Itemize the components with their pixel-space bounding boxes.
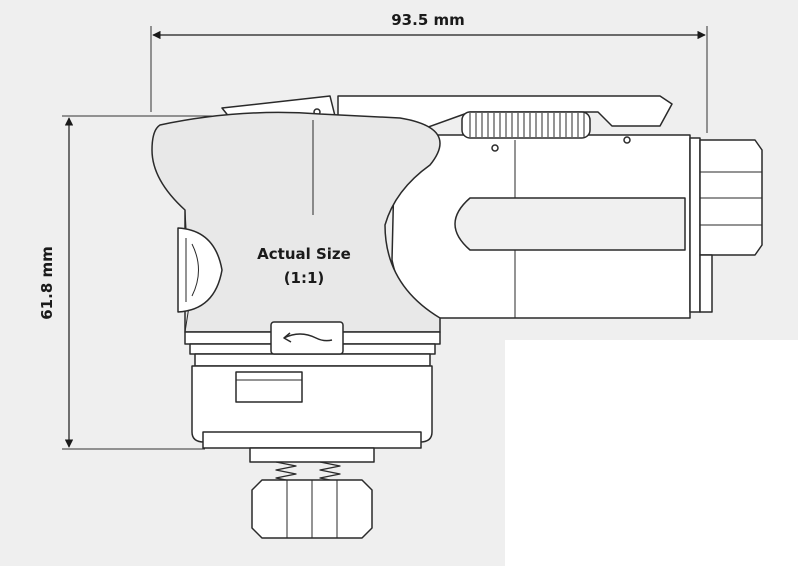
collar-ring-3 [194, 353, 431, 367]
right-end-cap [689, 137, 701, 313]
lower-body [191, 365, 433, 443]
width-dimension-label: 93.5 mm [391, 11, 465, 29]
side-dial [177, 227, 223, 313]
knurled-knob [461, 111, 591, 139]
lower-window [235, 371, 303, 403]
pivot-screw-right [623, 136, 631, 144]
spring-coils [275, 461, 341, 483]
actual-size-label: Actual Size [257, 245, 351, 263]
stem-base [249, 447, 375, 463]
rotation-arrow-icon [270, 321, 344, 355]
scale-label: (1:1) [284, 269, 325, 287]
regulator-drawing [151, 95, 763, 539]
main-body [151, 111, 441, 333]
housing-slot [454, 197, 686, 251]
pivot-screw-mid [491, 144, 499, 152]
height-dimension: 61.8 mm [38, 115, 300, 450]
height-dimension-label: 61.8 mm [38, 246, 56, 320]
lower-ring [202, 431, 422, 449]
width-dimension: 93.5 mm [150, 11, 708, 133]
